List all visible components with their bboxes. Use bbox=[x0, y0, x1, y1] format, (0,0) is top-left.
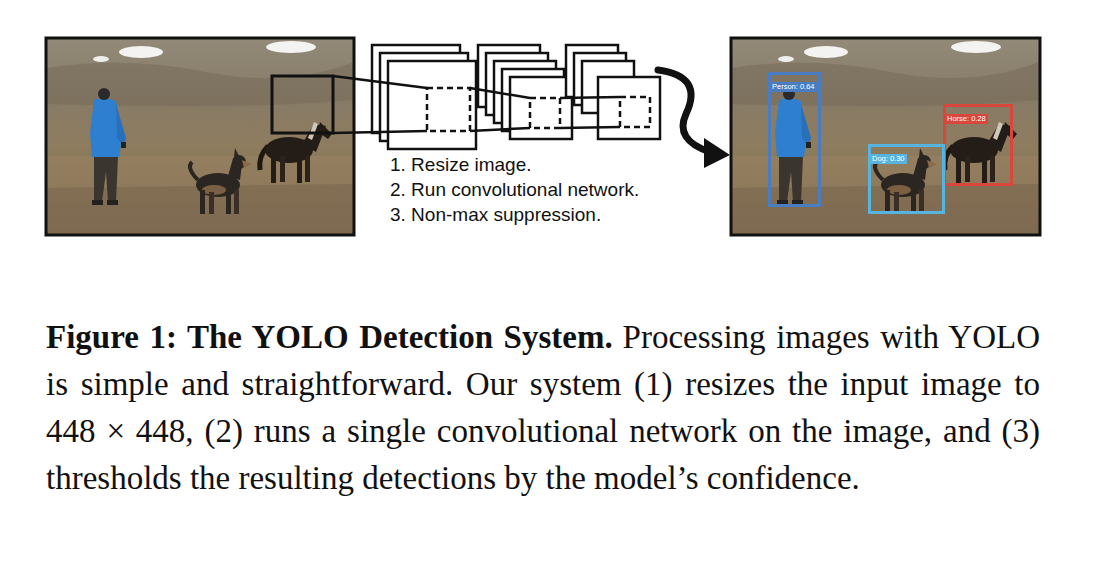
projection-line bbox=[560, 127, 620, 128]
feature-map bbox=[388, 61, 476, 149]
arrow-head bbox=[704, 138, 730, 168]
figure-title: Figure 1: The YOLO Detection System. bbox=[46, 319, 613, 355]
image-border bbox=[731, 38, 1040, 235]
step-label: 3. Non-max suppression. bbox=[390, 202, 639, 227]
detection-box: Horse: 0.28 bbox=[943, 104, 1013, 186]
input-image bbox=[46, 38, 354, 235]
feature-map bbox=[598, 77, 660, 139]
projection-lines bbox=[333, 76, 620, 133]
projection-line bbox=[470, 88, 530, 98]
output-image bbox=[731, 38, 1040, 235]
field-photo bbox=[731, 38, 1039, 235]
step-list: 1. Resize image.2. Run convolutional net… bbox=[390, 152, 639, 227]
projection-line bbox=[560, 97, 620, 98]
detection-box: Dog: 0.30 bbox=[868, 144, 945, 214]
projection-line bbox=[333, 76, 427, 88]
image-border bbox=[46, 38, 354, 235]
dashed-window bbox=[620, 97, 650, 127]
receptive-fields bbox=[427, 88, 650, 131]
dashed-window bbox=[530, 98, 560, 128]
flow-arrow bbox=[658, 70, 710, 152]
detection-box: Person: 0.64 bbox=[768, 72, 821, 207]
step-label: 2. Run convolutional network. bbox=[390, 177, 639, 202]
dashed-window bbox=[427, 88, 470, 131]
class-label: Horse: 0.28 bbox=[945, 114, 988, 124]
class-label: Person: 0.64 bbox=[770, 82, 817, 92]
conv-layers bbox=[372, 45, 660, 149]
projection-line bbox=[470, 128, 530, 131]
field-photo bbox=[46, 38, 354, 235]
step-label: 1. Resize image. bbox=[390, 152, 639, 177]
class-label: Dog: 0.30 bbox=[870, 154, 907, 164]
projection-line bbox=[333, 131, 427, 133]
figure-caption: Figure 1: The YOLO Detection System.Proc… bbox=[46, 314, 1040, 502]
crop-window bbox=[272, 76, 333, 133]
